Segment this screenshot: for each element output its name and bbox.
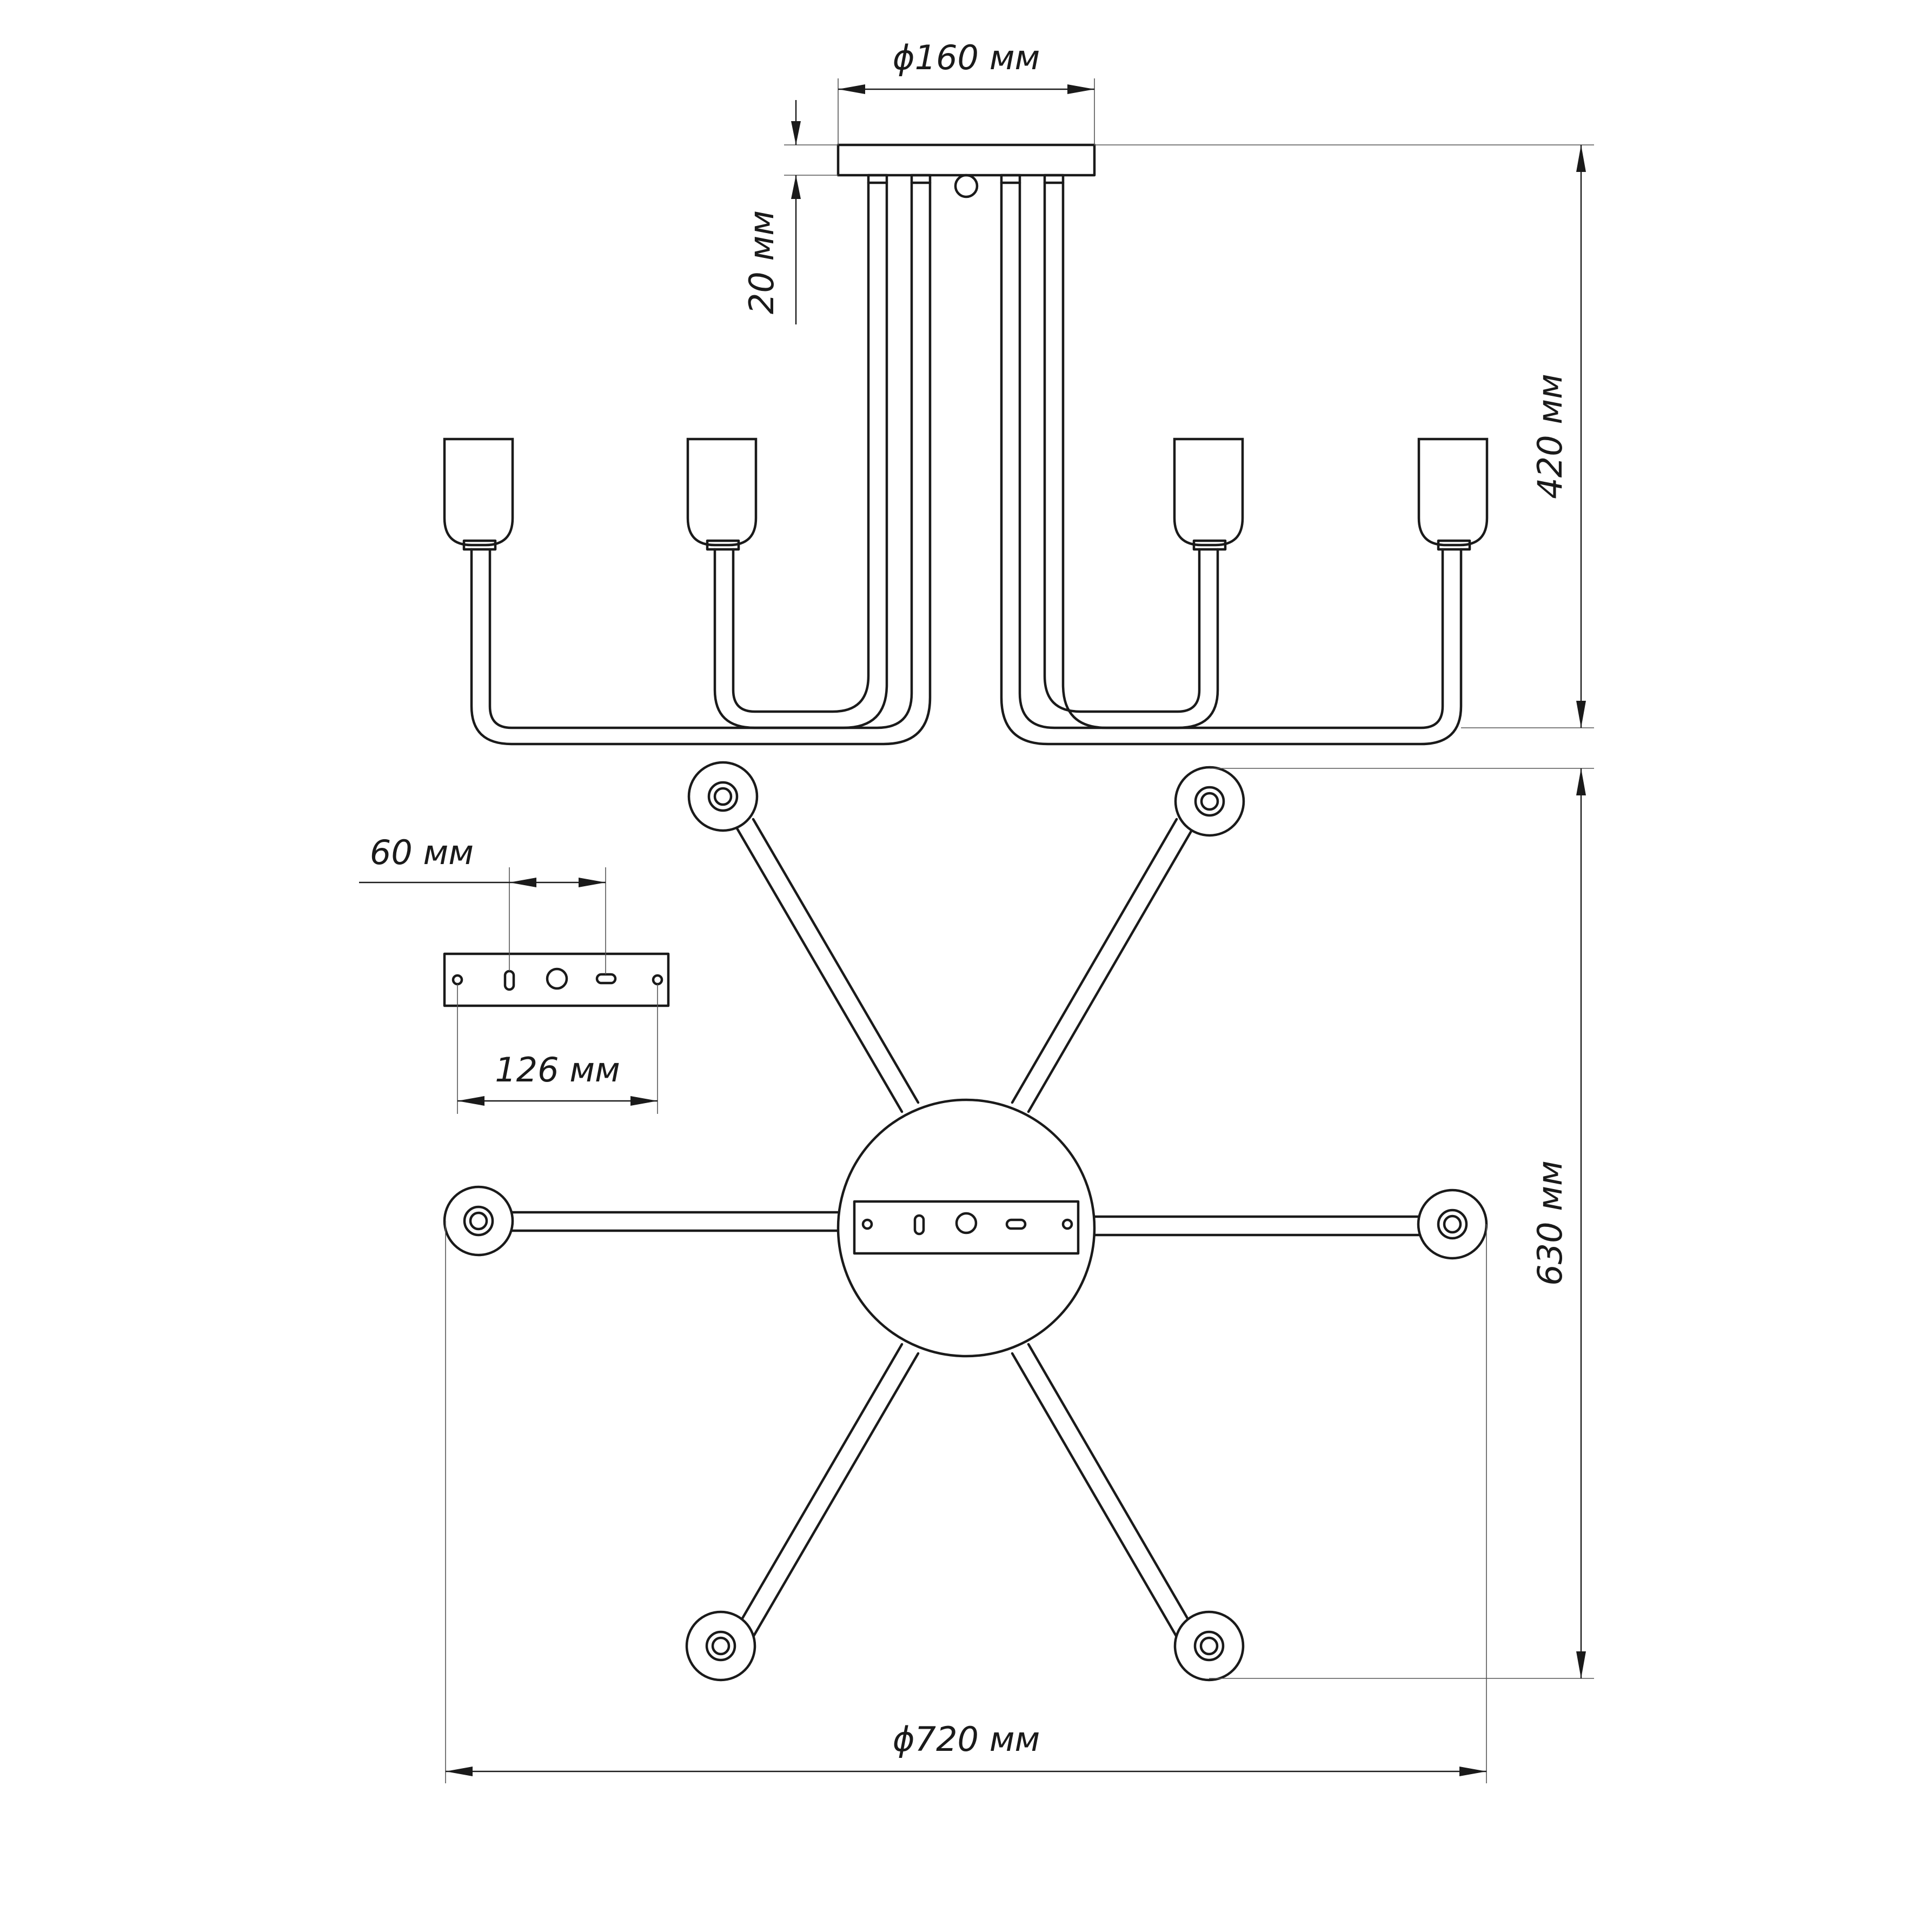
dimension-bracket-length: 126 мм	[457, 984, 658, 1114]
arm-left-outer	[470, 181, 932, 746]
center-canopy-disc	[836, 1098, 1096, 1358]
dimension-depth: 630 мм	[1209, 768, 1594, 1679]
holder-pad-lower-left	[685, 1610, 756, 1682]
top-view: 630 мм ϕ720 мм	[443, 761, 1594, 1783]
bracket-slot-vertical	[503, 970, 515, 991]
holder-pad-upper-left	[687, 761, 759, 832]
bracket-slot-horizontal	[595, 973, 617, 985]
dim-label-canopy-height: 20 мм	[742, 210, 781, 314]
dimension-total-height: 420 мм	[1094, 144, 1594, 728]
arm-left-inner	[713, 181, 888, 729]
dimension-canopy-height: 20 мм	[742, 100, 838, 324]
lamp-holder-1	[443, 437, 514, 551]
dim-label-bracket-hole-spacing: 60 мм	[370, 833, 474, 872]
hanging-hook	[954, 174, 979, 198]
lamp-holder-3	[1173, 437, 1244, 551]
lamp-holder-2	[686, 437, 758, 551]
tube-connectors	[867, 174, 1065, 184]
top-arms	[508, 818, 1423, 1638]
dim-label-total-height: 420 мм	[1530, 374, 1570, 499]
center-bracket-plate	[853, 1200, 1080, 1255]
bracket-plate	[443, 952, 670, 1007]
lamp-holder-4	[1417, 437, 1489, 551]
dim-label-depth: 630 мм	[1530, 1160, 1570, 1286]
dimension-overall-diameter: ϕ720 мм	[445, 1221, 1487, 1783]
dim-label-canopy-diameter: ϕ160 мм	[893, 38, 1040, 77]
side-view: ϕ160 мм 20 мм 420 мм	[443, 38, 1594, 746]
dim-label-bracket-length: 126 мм	[495, 1050, 620, 1090]
dim-label-overall-diameter: ϕ720 мм	[893, 1719, 1040, 1759]
canopy-plate	[836, 143, 1096, 177]
dimension-canopy-diameter: ϕ160 мм	[838, 38, 1095, 145]
holder-pad-left	[443, 1185, 514, 1257]
bracket-center-hole	[546, 967, 568, 990]
holder-pad-upper-right	[1174, 766, 1245, 837]
mounting-bracket-detail: 60 мм 126 мм	[359, 833, 670, 1114]
holder-pad-right	[1417, 1189, 1488, 1260]
dimension-bracket-hole-spacing: 60 мм	[359, 833, 606, 974]
arm-right-outer	[1000, 181, 1463, 746]
holder-pad-lower-right	[1173, 1610, 1245, 1682]
